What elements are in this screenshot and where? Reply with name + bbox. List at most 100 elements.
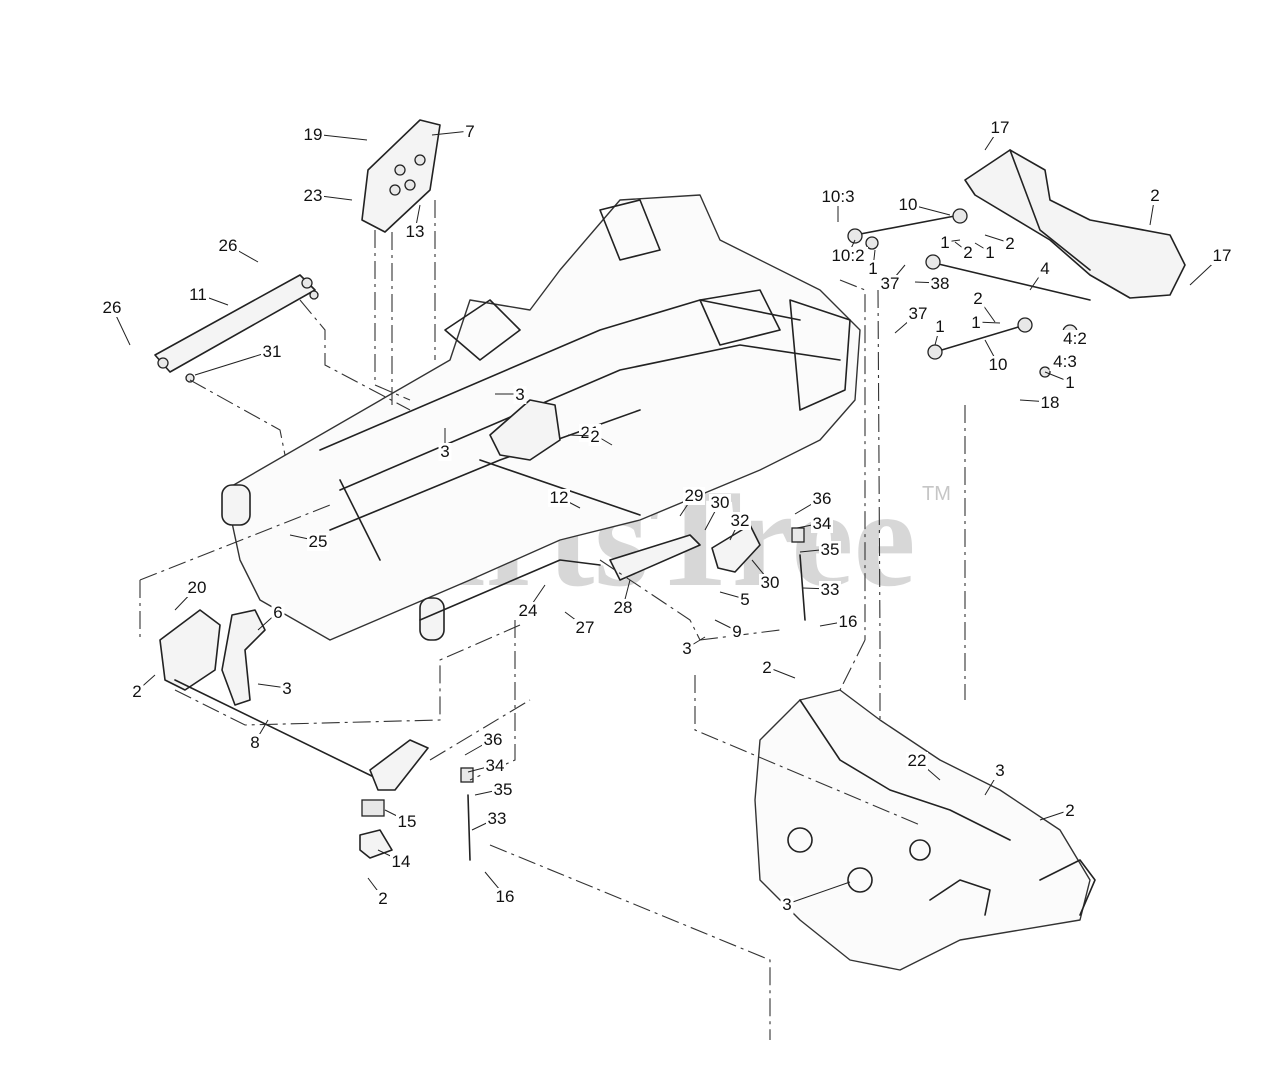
callout-label: 16 — [496, 887, 515, 906]
callout-bg — [933, 318, 947, 336]
callout-label: 17 — [1213, 246, 1232, 265]
callout-c32: 32 — [729, 511, 751, 541]
callout-label: 36 — [484, 730, 503, 749]
callout-c38: 38 — [914, 274, 951, 293]
callout-c3c: 3 — [680, 636, 706, 658]
callout-label: 31 — [263, 342, 282, 361]
callout-bg — [879, 275, 901, 293]
callout-c12: 12 — [548, 488, 581, 509]
callout-label: 2 — [1065, 801, 1074, 820]
callout-bg — [906, 752, 928, 770]
callout-label: 25 — [309, 532, 328, 551]
callout-c10a: 10:3 — [818, 187, 858, 222]
callout-c2d: 2 — [971, 289, 996, 323]
callout-c20: 20 — [174, 578, 208, 611]
callout-label: 8 — [250, 733, 259, 752]
callout-c24: 24 — [517, 584, 546, 620]
callout-c4b: 4:2 — [1059, 329, 1091, 348]
callout-bg — [819, 581, 841, 599]
callout-c2f: 2 — [760, 658, 796, 679]
callout-label: 4 — [1040, 259, 1049, 278]
callout-bg — [302, 187, 324, 205]
callout-bg — [482, 731, 504, 749]
callout-label: 7 — [465, 122, 474, 141]
callout-c2g: 2 — [130, 674, 156, 701]
callout-c3e: 3 — [984, 761, 1007, 796]
callout-c33b: 33 — [471, 809, 508, 831]
callout-c10b: 10 — [897, 195, 951, 216]
callout-label: 2 — [1005, 234, 1014, 253]
callout-c27: 27 — [564, 611, 596, 637]
callout-c29: 29 — [679, 486, 705, 517]
callout-bg — [989, 119, 1011, 137]
callout-bg — [186, 579, 208, 597]
callout-label: 33 — [821, 580, 840, 599]
callout-label: 12 — [550, 488, 569, 507]
callout-bg — [760, 659, 774, 677]
callout-label: 1 — [985, 243, 994, 262]
callout-c1a: 1 — [938, 233, 961, 252]
callout-c34a: 34 — [796, 514, 833, 533]
callout-label: 24 — [519, 601, 538, 620]
callout-c8: 8 — [248, 719, 269, 752]
callout-c2e: 2 — [567, 427, 602, 446]
callout-label: 2 — [590, 427, 599, 446]
callout-c3f: 3 — [780, 881, 851, 914]
callout-label: 15 — [398, 812, 417, 831]
callout-c14: 14 — [377, 849, 412, 871]
callout-c4: 4 — [1029, 259, 1052, 291]
callout-label: 19 — [304, 125, 323, 144]
callout-bg — [404, 223, 426, 241]
callout-bg — [819, 541, 841, 559]
callout-label: 3 — [995, 761, 1004, 780]
callout-bg — [1059, 330, 1091, 348]
callout-bg — [971, 290, 985, 308]
callout-label: 1 — [1065, 373, 1074, 392]
callout-label: 9 — [732, 622, 741, 641]
callout-bg — [897, 196, 919, 214]
callout-bg — [729, 512, 751, 530]
callout-bg — [101, 299, 123, 317]
callout-bg — [187, 286, 209, 304]
callout-label: 28 — [614, 598, 633, 617]
callout-label: 14 — [392, 852, 411, 871]
callout-bg — [261, 343, 283, 361]
callout-label: 3 — [282, 679, 291, 698]
callout-c2b: 2 — [984, 234, 1017, 253]
callout-label: 2 — [973, 289, 982, 308]
callout-label: 17 — [991, 118, 1010, 137]
callout-label: 10:2 — [831, 246, 864, 265]
callout-bg — [463, 123, 477, 141]
callout-c33a: 33 — [802, 580, 841, 599]
callout-label: 2 — [378, 889, 387, 908]
callout-label: 1 — [935, 317, 944, 336]
callout-c3d: 3 — [257, 679, 294, 698]
callout-bg — [271, 604, 285, 622]
callout-c13: 13 — [404, 204, 426, 241]
callout-bg — [376, 890, 390, 908]
callout-bg — [302, 126, 324, 144]
callout-label: 2 — [132, 682, 141, 701]
callout-c4c: 4:3 — [1049, 352, 1081, 371]
callout-bg — [494, 888, 516, 906]
callout-c19: 19 — [302, 125, 368, 144]
callout-c36a: 36 — [794, 489, 833, 515]
callout-label: 20 — [188, 578, 207, 597]
callout-label: 33 — [488, 809, 507, 828]
callout-label: 1 — [940, 233, 949, 252]
rear-bracket — [964, 149, 1186, 299]
callout-bg — [548, 489, 570, 507]
callout-label: 34 — [813, 514, 832, 533]
callout-bg — [929, 275, 951, 293]
lift-assembly-12 — [479, 399, 761, 581]
callout-bg — [818, 188, 858, 206]
callout-bg — [866, 260, 880, 278]
callout-label: 27 — [576, 618, 595, 637]
callout-bg — [248, 734, 262, 752]
callout-c36b: 36 — [464, 730, 504, 756]
callout-c3b: 3 — [438, 428, 452, 461]
callout-label: 10 — [989, 355, 1008, 374]
callout-bg — [1039, 394, 1061, 412]
callout-bg — [517, 602, 539, 620]
callout-c16b: 16 — [484, 871, 516, 906]
